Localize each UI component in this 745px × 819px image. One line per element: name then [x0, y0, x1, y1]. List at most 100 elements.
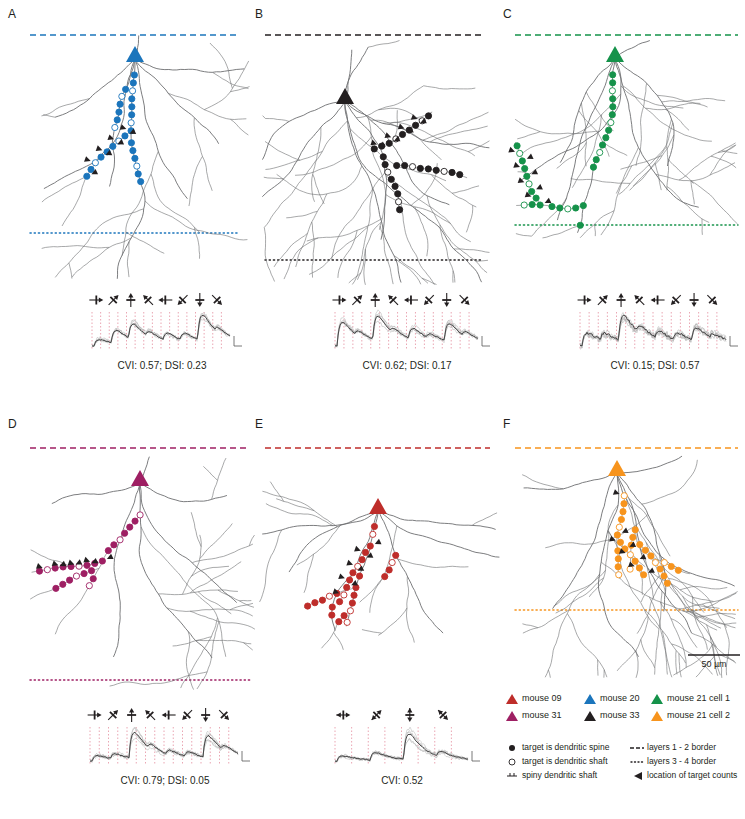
dendrite	[197, 621, 219, 688]
dendrite	[603, 142, 627, 156]
direction-symbol	[438, 710, 448, 720]
synapse-targets	[514, 72, 616, 229]
target-count-arrowhead	[117, 139, 124, 144]
spine-target	[394, 162, 400, 168]
dendrite	[398, 559, 469, 568]
stimulus-marker	[616, 312, 617, 350]
dendrite	[345, 101, 489, 148]
shaft-target	[652, 559, 658, 565]
dendrite	[545, 574, 599, 677]
dendrite	[265, 141, 300, 160]
dendrite	[396, 259, 421, 284]
dendrite	[190, 562, 241, 593]
stimulus-marker	[406, 312, 407, 350]
spine-target	[412, 122, 418, 128]
stimulus-marker	[201, 727, 202, 765]
legend-text: mouse 21 cell 2	[667, 711, 730, 721]
dendrite	[617, 617, 648, 671]
arrow-head	[357, 295, 362, 300]
layer-1-2-border	[515, 447, 738, 449]
layer-1-2-border	[515, 34, 738, 36]
panel-letter: E	[255, 418, 263, 432]
dendrite	[357, 222, 381, 280]
spine-target	[599, 142, 605, 148]
stimulus-marker	[451, 312, 452, 350]
spine-target	[620, 509, 626, 515]
panel-letter: D	[8, 418, 17, 432]
panel-letter: C	[503, 8, 512, 22]
direction-symbol	[195, 293, 204, 307]
dendrite	[194, 118, 212, 191]
legend-text: location of target counts	[647, 771, 737, 780]
dendrite	[642, 460, 697, 504]
dendrite	[350, 128, 446, 180]
dendrite	[676, 650, 677, 674]
arrow-head	[407, 708, 412, 713]
legend-swatch	[505, 742, 519, 754]
spine-target	[610, 96, 616, 102]
spine-target	[356, 573, 362, 579]
dendrite	[692, 633, 735, 661]
arrow-head	[465, 300, 470, 305]
dendrite	[190, 611, 255, 629]
dendrite	[44, 59, 135, 189]
stimulus-marker	[127, 727, 128, 765]
dendrite	[655, 163, 661, 190]
shaft-target	[621, 493, 627, 499]
spine-target	[524, 173, 530, 179]
legend-text: mouse 21 cell 1	[667, 694, 730, 704]
dendrite	[655, 591, 662, 674]
dendrite	[617, 535, 643, 575]
arrow-head	[443, 715, 448, 720]
orientation-bar	[636, 297, 642, 303]
dendrite	[641, 576, 659, 602]
direction-symbol	[404, 296, 418, 305]
dendrite	[390, 112, 432, 123]
arrow-head	[438, 710, 443, 715]
dendrite	[452, 186, 479, 193]
legend-item: mouse 33	[583, 710, 640, 722]
spine-target	[425, 166, 431, 172]
dendrite	[212, 72, 248, 88]
legend-swatch	[630, 770, 644, 782]
dendrite	[615, 59, 699, 207]
orientation-bar	[339, 296, 341, 305]
legend-text: layers 3 - 4 border	[647, 757, 716, 766]
dendrite	[594, 224, 596, 236]
legend-item: mouse 31	[505, 710, 562, 722]
neuron-panel	[30, 35, 250, 350]
dendrite	[30, 568, 99, 599]
spine-target	[425, 113, 431, 119]
dendrite	[710, 145, 736, 175]
trial-trace	[92, 316, 230, 347]
orientation-bar	[168, 711, 170, 720]
dendrite	[370, 120, 441, 160]
dendrite	[636, 525, 704, 613]
shaft-target	[627, 566, 633, 572]
layer-1-2-border	[30, 34, 240, 36]
dendrite	[554, 570, 606, 606]
orientation-bar	[405, 714, 414, 716]
direction-symbol	[388, 295, 398, 305]
dendrite	[665, 580, 719, 609]
spine-target	[81, 571, 87, 577]
dendrite	[141, 527, 226, 657]
arrowhead-sample	[634, 772, 642, 780]
dendrite	[286, 211, 317, 217]
shaft-target	[119, 93, 125, 99]
spine-target	[329, 604, 335, 610]
target-count-arrowhead	[338, 573, 345, 579]
neuron-panel	[515, 448, 738, 678]
spine-target	[529, 201, 535, 207]
dendrite	[466, 205, 472, 232]
stimulus-marker	[90, 727, 91, 765]
direction-symbol	[671, 295, 681, 305]
dendrite	[356, 86, 424, 118]
dendrite	[557, 59, 615, 220]
trial-trace	[335, 732, 468, 761]
legend-text: mouse 31	[522, 711, 562, 721]
arrow-head	[99, 297, 104, 302]
stimulus-marker	[99, 727, 100, 765]
dendrite	[431, 175, 476, 207]
dendrite-tree	[522, 456, 737, 678]
